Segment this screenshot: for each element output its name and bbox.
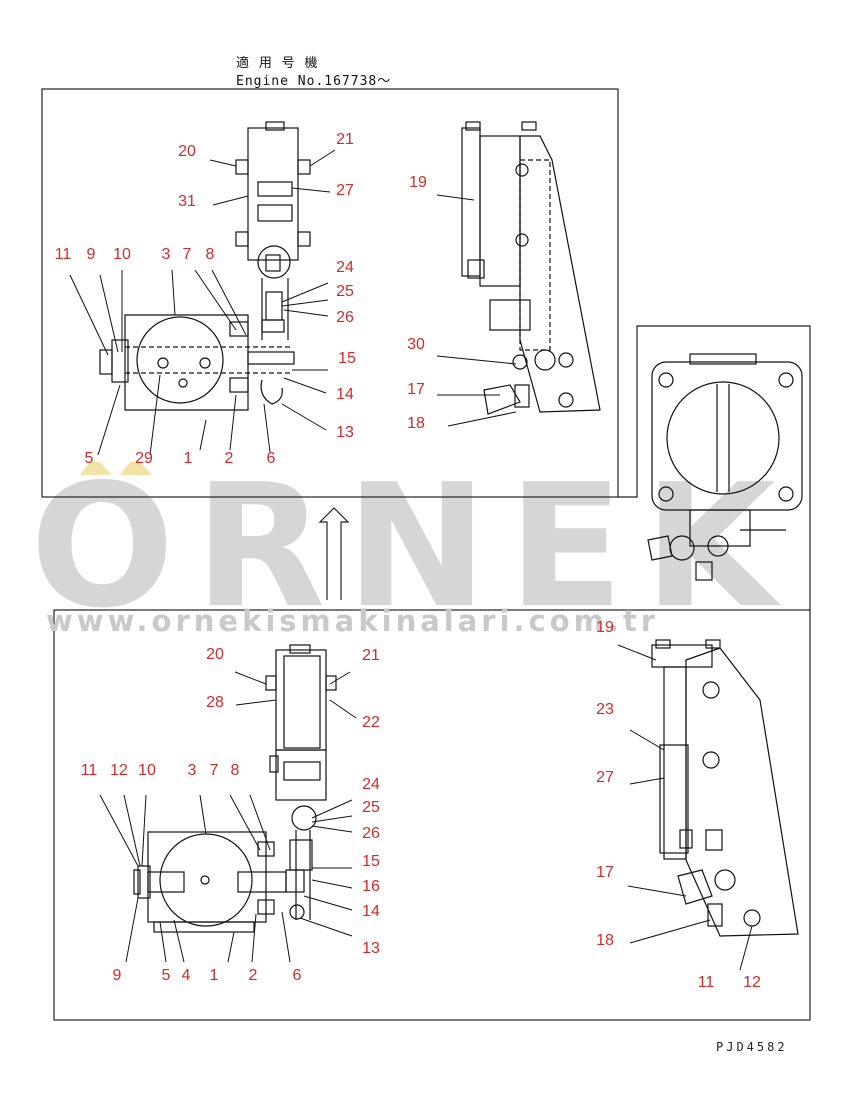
callout-14: 14	[362, 903, 380, 920]
callout-15: 15	[362, 853, 380, 870]
callout-12: 12	[110, 762, 128, 779]
svg-text:ORNEK: ORNEK	[30, 448, 796, 646]
side-view-frame	[618, 325, 811, 610]
callout-11: 11	[54, 246, 72, 263]
callout-23: 23	[596, 701, 614, 718]
leader-lines	[69, 149, 753, 971]
callout-24: 24	[362, 776, 380, 793]
upper-view-frame	[41, 88, 619, 498]
callout-16: 16	[362, 878, 380, 895]
callout-5: 5	[161, 967, 171, 984]
callout-22: 22	[362, 714, 380, 731]
callout-2: 2	[224, 450, 234, 467]
callout-2: 2	[248, 967, 258, 984]
callout-21: 21	[336, 131, 354, 148]
callout-27: 27	[596, 769, 614, 786]
upper-side-assembly	[461, 121, 601, 415]
callout-1: 1	[209, 967, 219, 984]
callout-13: 13	[336, 424, 354, 441]
callout-8: 8	[230, 762, 240, 779]
callout-4: 4	[181, 967, 191, 984]
callout-26: 26	[362, 825, 380, 842]
callout-21: 21	[362, 647, 380, 664]
callout-11: 11	[80, 762, 98, 779]
callout-19: 19	[409, 174, 427, 191]
callout-6: 6	[292, 967, 302, 984]
callout-10: 10	[138, 762, 156, 779]
callout-7: 7	[182, 246, 192, 263]
callout-11: 11	[697, 974, 715, 991]
callout-15: 15	[338, 350, 356, 367]
callout-3: 3	[187, 762, 197, 779]
callout-26: 26	[336, 309, 354, 326]
upper-front-assembly	[99, 121, 311, 411]
lower-front-assembly	[133, 644, 337, 933]
callout-12: 12	[743, 974, 761, 991]
callout-3: 3	[161, 246, 171, 263]
lower-side-assembly	[651, 639, 799, 937]
callout-20: 20	[206, 646, 224, 663]
callout-6: 6	[266, 450, 276, 467]
callout-25: 25	[362, 799, 380, 816]
transition-arrow	[318, 507, 350, 600]
callout-8: 8	[205, 246, 215, 263]
callout-9: 9	[86, 246, 96, 263]
callout-13: 13	[362, 940, 380, 957]
callout-25: 25	[336, 283, 354, 300]
callout-28: 28	[206, 694, 224, 711]
callout-5: 5	[84, 450, 94, 467]
document-id: PJD4582	[716, 1040, 788, 1054]
callout-29: 29	[135, 450, 153, 467]
callout-24: 24	[336, 259, 354, 276]
callout-27: 27	[336, 182, 354, 199]
header-engine-no: Engine No.167738～	[236, 74, 392, 89]
side-panel-assembly	[647, 353, 803, 581]
callout-1: 1	[183, 450, 193, 467]
callout-14: 14	[336, 386, 354, 403]
callout-31: 31	[178, 193, 196, 210]
header-title-jp: 適 用 号 機	[236, 56, 319, 71]
callout-17: 17	[407, 381, 425, 398]
callout-19: 19	[596, 619, 614, 636]
callout-18: 18	[596, 932, 614, 949]
lower-view-frame	[53, 609, 811, 1021]
callout-7: 7	[209, 762, 219, 779]
callout-17: 17	[596, 864, 614, 881]
callout-20: 20	[178, 143, 196, 160]
callout-18: 18	[407, 415, 425, 432]
callout-9: 9	[112, 967, 122, 984]
watermark-logo: ORNEK	[30, 448, 796, 646]
callout-30: 30	[407, 336, 425, 353]
callout-10: 10	[113, 246, 131, 263]
